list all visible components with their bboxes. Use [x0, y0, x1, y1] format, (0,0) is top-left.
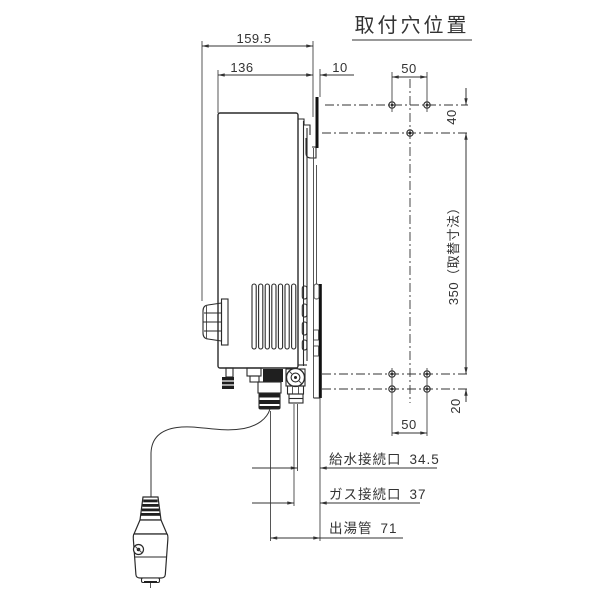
label-water-connection: 給水接続口 34.5	[329, 451, 440, 467]
dim-bottom-offset: 20	[448, 398, 463, 413]
valve-tick	[298, 380, 302, 384]
outlet-elbow	[263, 369, 283, 382]
top-bracket-step	[298, 118, 311, 135]
label-water-text: 給水接続口	[329, 451, 402, 467]
connector-block	[249, 375, 260, 383]
head-foot-band	[144, 581, 157, 583]
head-screw-slot	[134, 546, 143, 553]
label-gas-value: 37	[410, 487, 427, 502]
nipple-band	[259, 406, 280, 409]
outlet-striped-nipple	[258, 392, 281, 410]
rear-slot	[301, 285, 308, 300]
heater-body-outline	[217, 112, 299, 369]
vent-slots	[251, 283, 297, 350]
rear-slot	[301, 321, 308, 336]
wall-plate-slot	[313, 283, 320, 300]
dim-top-hole-spacing: 50	[401, 61, 416, 76]
nipple-band	[259, 393, 280, 398]
vent-slot	[251, 283, 257, 350]
valve-center-dot	[294, 376, 297, 379]
valve-inner-ring	[290, 372, 301, 383]
mounting-hole	[406, 129, 414, 137]
fitting-nut	[286, 385, 305, 395]
label-water-value: 34.5	[410, 452, 440, 467]
bottom-left-bracket	[222, 367, 234, 389]
mounting-hole-pattern	[322, 79, 468, 403]
bracket-foot	[222, 377, 234, 389]
connector-block	[246, 367, 262, 377]
gas-water-fitting-group	[285, 367, 306, 404]
wall-mount-group	[298, 97, 322, 399]
nipple-rib	[143, 499, 158, 503]
nipple-band	[259, 400, 280, 404]
outlet-collar	[257, 381, 282, 394]
bracket-neck	[225, 367, 234, 378]
mounting-holes	[388, 101, 431, 393]
rear-strip-slots	[301, 285, 308, 351]
vent-slot	[284, 283, 290, 350]
mounting-hole-center	[408, 131, 412, 135]
dim-replacement-height: 350（取替寸法）	[446, 201, 461, 305]
rear-slot	[301, 303, 308, 318]
dim-bottom-hole-spacing: 50	[401, 417, 416, 432]
label-outlet-text: 出湯管	[329, 520, 373, 536]
wall-plate-bump	[313, 345, 319, 357]
vent-slot	[271, 283, 277, 350]
shower-head	[132, 496, 169, 584]
nipple-rib	[141, 513, 160, 516]
dimension-lines: 159.5 136 10 50 40 350（取替寸法） 20 50	[201, 31, 468, 436]
vent-slot	[291, 283, 297, 350]
label-outlet-value: 71	[381, 521, 398, 536]
nipple-rib	[142, 504, 159, 507]
vent-slot	[258, 283, 264, 350]
head-body	[132, 533, 169, 579]
label-outlet-pipe: 出湯管 71	[329, 520, 398, 536]
valve-tick	[289, 371, 293, 375]
wall-plate-bump	[313, 329, 319, 341]
vent-slot	[264, 283, 270, 350]
shower-hose	[150, 408, 271, 497]
dim-top-offset: 40	[444, 109, 459, 124]
control-knob	[202, 298, 229, 346]
top-bracket-hook	[305, 138, 317, 159]
connection-dimensions: 給水接続口 34.5 ガス接続口 37 出湯管 71	[252, 398, 440, 541]
label-gas-connection: ガス接続口 37	[329, 486, 427, 502]
nipple-rib	[141, 508, 160, 512]
head-shoulder	[133, 519, 168, 535]
heater-body-group	[202, 112, 308, 389]
shower-group	[132, 408, 271, 588]
vent-slot	[277, 283, 284, 350]
outlet-fitting-group	[246, 367, 283, 410]
page-title: 取付穴位置	[355, 14, 470, 37]
dim-body-depth: 136	[230, 60, 253, 75]
dim-total-depth: 159.5	[236, 31, 271, 46]
rear-slot	[301, 339, 308, 351]
label-gas-text: ガス接続口	[329, 486, 402, 502]
dim-wall-gap: 10	[332, 60, 347, 75]
